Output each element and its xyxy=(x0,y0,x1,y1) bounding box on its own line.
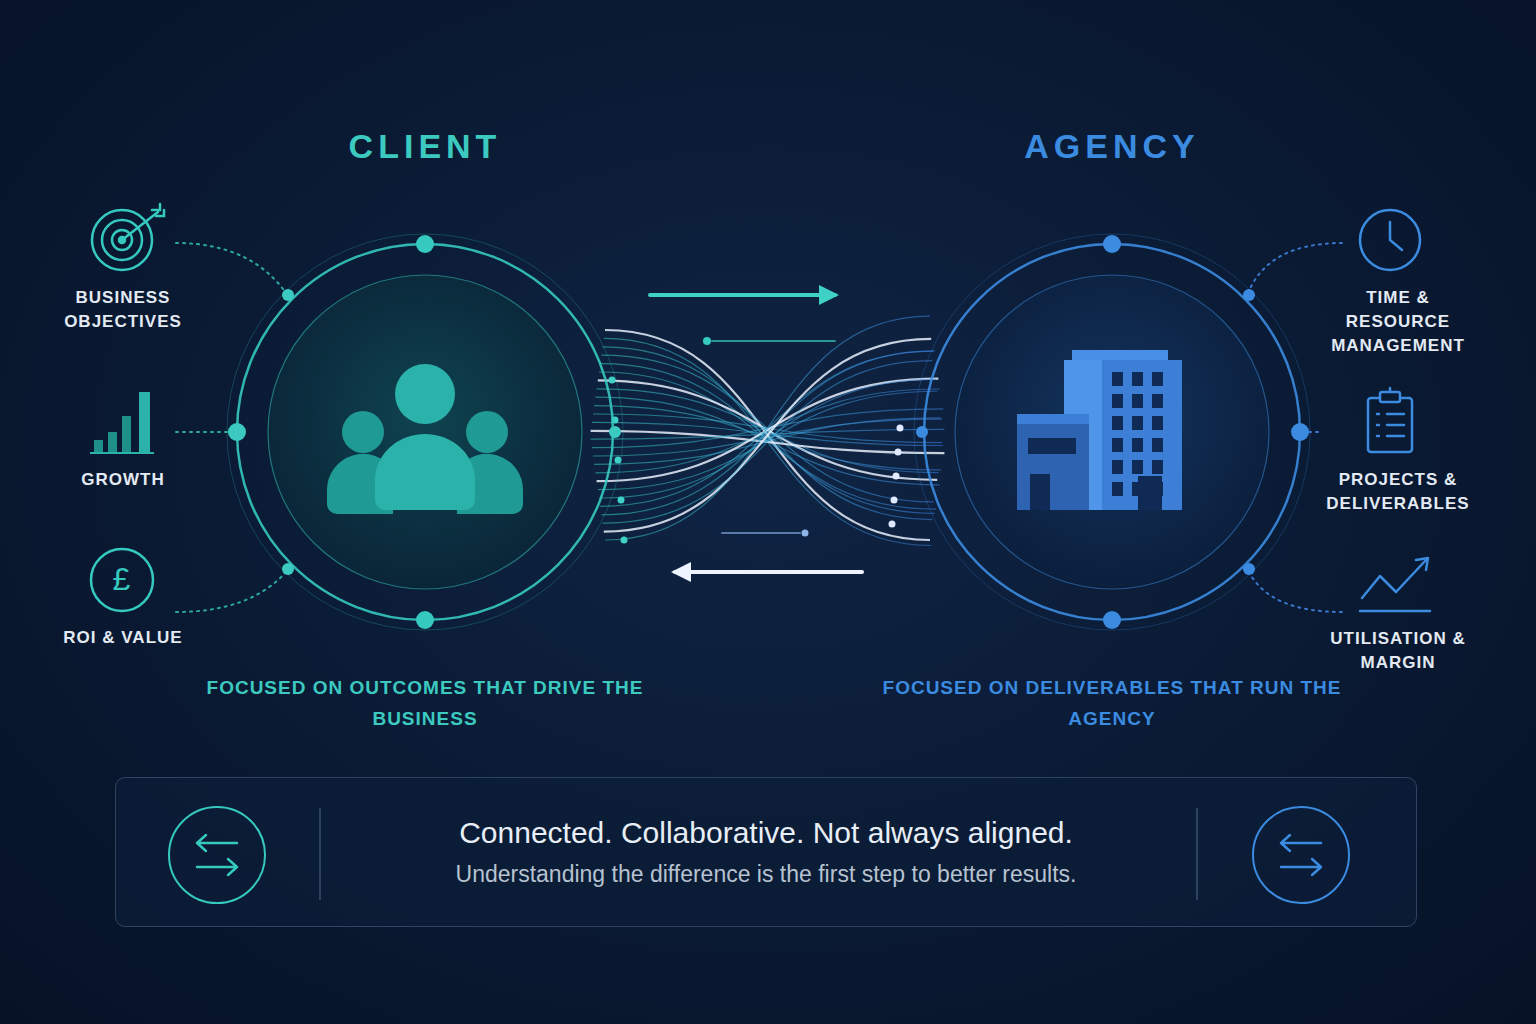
subtitle: FOCUSED ON OUTCOMES THAT DRIVE THE BUSIN… xyxy=(195,672,655,734)
divider xyxy=(319,808,321,900)
swap-icon xyxy=(169,807,265,903)
flow-strand xyxy=(603,361,933,524)
circle-outline xyxy=(235,242,615,622)
strand-dot xyxy=(893,473,900,480)
strand-dot xyxy=(895,449,902,456)
bar-chart-icon xyxy=(90,392,154,454)
swap-icon xyxy=(1253,807,1349,903)
flow-strand xyxy=(598,391,937,489)
strand-dot xyxy=(618,497,625,504)
icon-label: GROWTH xyxy=(43,468,203,492)
divider xyxy=(1196,808,1198,900)
trend-icon xyxy=(1360,558,1430,611)
icon-label: ROI & VALUE xyxy=(38,626,208,650)
people-icon xyxy=(327,364,523,514)
icon-label: PROJECTS & DELIVERABLES xyxy=(1323,468,1473,516)
currency-symbol: £ xyxy=(92,560,152,598)
flow-strand xyxy=(599,379,936,498)
building-icon xyxy=(1017,350,1182,510)
clipboard-icon xyxy=(1368,388,1412,452)
subtitle: FOCUSED ON DELIVERABLES THAT RUN THE AGE… xyxy=(882,672,1342,734)
panel-fill xyxy=(115,777,1417,927)
icon-label: BUSINESS OBJECTIVES xyxy=(43,286,203,334)
icon-label: UTILISATION & MARGIN xyxy=(1318,627,1478,675)
heading: CLIENT xyxy=(235,127,615,166)
heading: Connected. Collaborative. Not always ali… xyxy=(459,813,1073,853)
flow-arrow xyxy=(675,570,862,574)
party-circle: AGENCYFOCUSED ON DELIVERABLES THAT RUN T… xyxy=(922,242,1302,622)
flow-strand xyxy=(604,339,931,532)
party-circle: CLIENTFOCUSED ON OUTCOMES THAT DRIVE THE… xyxy=(235,242,615,622)
leader-lines xyxy=(176,243,1342,612)
flow-strand xyxy=(605,316,930,540)
flow-strand xyxy=(601,351,933,515)
heading: AGENCY xyxy=(922,127,1302,166)
strand-dot xyxy=(891,497,898,504)
strand-dot xyxy=(621,537,628,544)
target-icon xyxy=(92,204,164,270)
flow-arrow xyxy=(650,293,835,297)
flow-strand xyxy=(593,419,942,456)
clock-icon xyxy=(1360,210,1420,270)
summary-panel: Connected. Collaborative. Not always ali… xyxy=(115,777,1417,927)
currency-icon xyxy=(91,549,153,611)
icon-label: TIME & RESOURCE MANAGEMENT xyxy=(1323,286,1473,358)
strand-dot xyxy=(889,521,896,528)
subtitle: Understanding the difference is the firs… xyxy=(456,857,1077,891)
strand-dot xyxy=(609,377,616,384)
flow-strands xyxy=(591,316,945,545)
strand-dot xyxy=(897,425,904,432)
circle-outline xyxy=(922,242,1302,622)
